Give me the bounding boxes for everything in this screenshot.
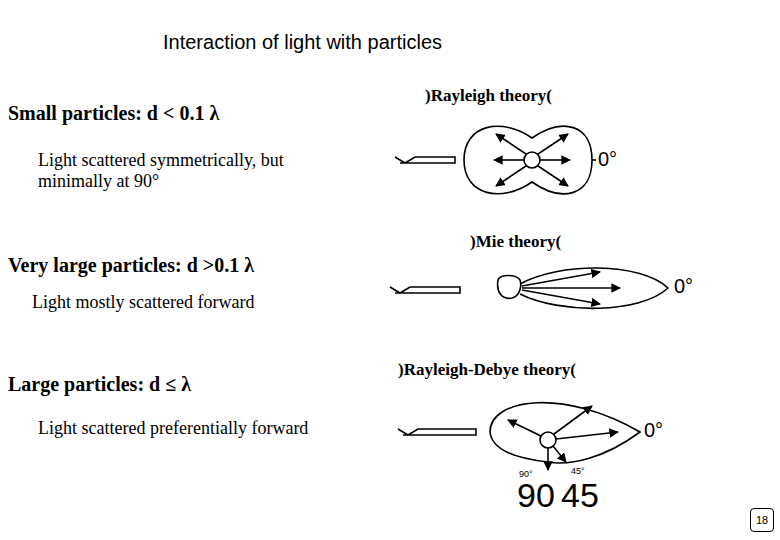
rayleigh-pattern bbox=[395, 126, 596, 194]
scatter-envelope bbox=[464, 126, 592, 194]
angle-label: 45 bbox=[561, 476, 599, 515]
mie-pattern bbox=[390, 268, 668, 308]
page-number: 18 bbox=[756, 514, 768, 526]
case-note: Light scattered preferentially forward bbox=[38, 418, 338, 439]
slide-title: Interaction of light with particles bbox=[163, 31, 442, 54]
scatter-envelope bbox=[490, 403, 640, 463]
case-heading: Small particles: d < 0.1 λ bbox=[8, 102, 219, 125]
incident-beam bbox=[395, 157, 455, 163]
angle-label: 0° bbox=[598, 148, 617, 171]
particle bbox=[524, 152, 540, 168]
theory-name: )Rayleigh theory( bbox=[425, 86, 552, 106]
incident-beam bbox=[398, 429, 476, 435]
theory-name: )Rayleigh-Debye theory( bbox=[398, 360, 576, 380]
particle bbox=[498, 276, 521, 299]
scatter-envelope bbox=[520, 268, 668, 308]
incident-beam bbox=[390, 287, 460, 293]
angle-label: 90 bbox=[517, 476, 555, 515]
page-number-box: 18 bbox=[750, 508, 774, 532]
case-note: Light mostly scattered forward bbox=[32, 292, 254, 313]
angle-label: 0° bbox=[644, 419, 663, 442]
case-heading: Very large particles: d >0.1 λ bbox=[8, 254, 254, 277]
theory-name: )Mie theory( bbox=[470, 232, 561, 252]
case-heading: Large particles: d ≤ λ bbox=[8, 373, 191, 396]
angle-label: 45° bbox=[571, 466, 585, 476]
angle-label: 0° bbox=[674, 275, 693, 298]
rayleigh-debye-pattern bbox=[398, 403, 640, 470]
case-note: Light scattered symmetrically, but minim… bbox=[38, 150, 300, 191]
